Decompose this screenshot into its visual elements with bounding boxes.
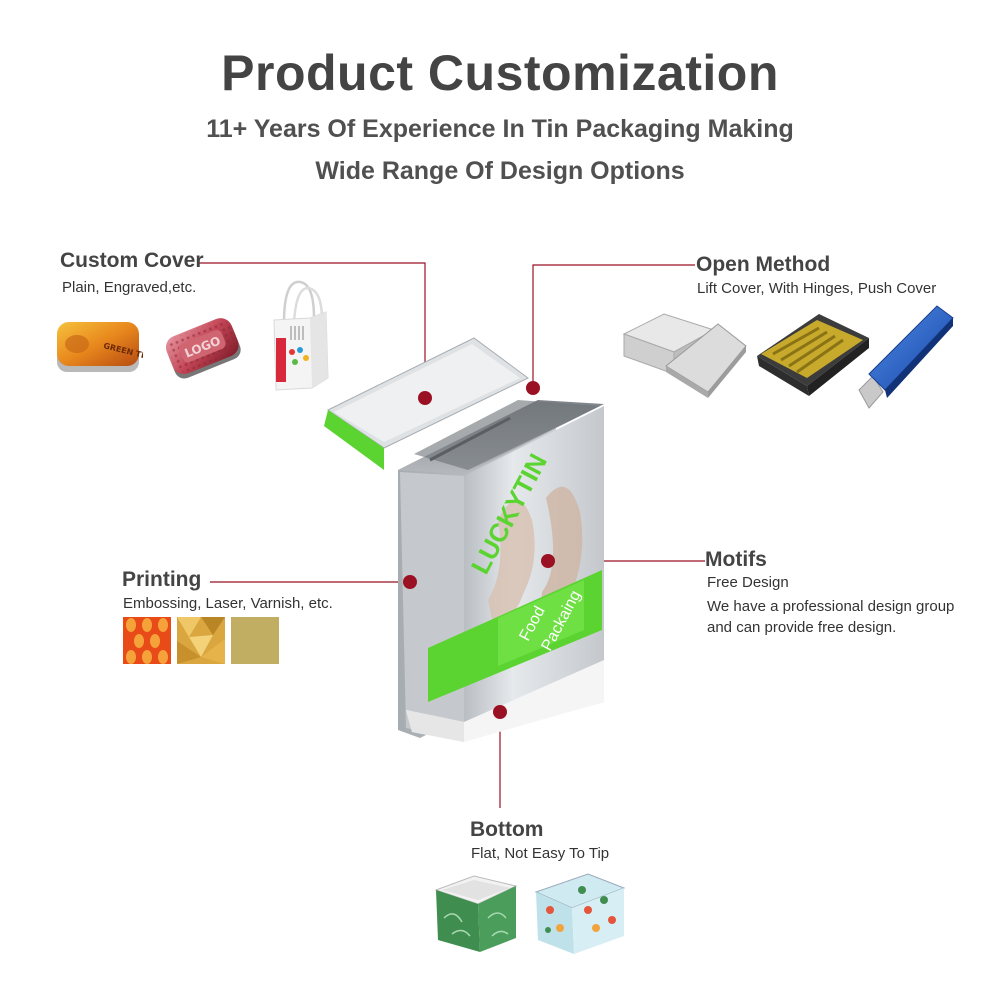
motifs-desc-line-2: We have a professional design group — [707, 598, 955, 615]
marker-bottom — [493, 705, 507, 719]
leader-line-open-method — [532, 264, 695, 388]
motifs-title: Motifs — [705, 548, 767, 571]
swatch-embossing — [123, 617, 171, 664]
motifs-desc-line-3: and can provide free design. — [707, 619, 897, 636]
thumb-embossed-tin: GREEN TEA — [57, 322, 143, 372]
marker-printing — [403, 575, 417, 589]
marker-open-method — [526, 381, 540, 395]
marker-custom-cover — [418, 391, 432, 405]
printing-desc: Embossing, Laser, Varnish, etc. — [123, 595, 333, 612]
page-subtitle-experience: 11+ Years Of Experience In Tin Packaging… — [206, 115, 794, 143]
thumb-logo-tin: LOGO — [165, 318, 241, 379]
bottom-desc: Flat, Not Easy To Tip — [471, 845, 610, 862]
thumb-flat-bottom-floral — [534, 873, 626, 954]
thumb-lift-cover-tin — [622, 313, 747, 398]
page-subtitle-design: Wide Range Of Design Options — [315, 157, 685, 185]
motifs-desc: Free Design — [707, 574, 789, 591]
swatch-laser — [177, 617, 225, 664]
page-title: Product Customization — [221, 45, 779, 101]
bottom-title: Bottom — [470, 818, 544, 841]
thumb-push-cover-tin — [858, 305, 954, 409]
thumb-hinged-tin — [757, 314, 869, 396]
thumb-bag-tin — [273, 280, 329, 391]
custom-cover-desc: Plain, Engraved,etc. — [62, 279, 197, 296]
marker-motifs — [541, 554, 555, 568]
printing-title: Printing — [122, 568, 202, 591]
open-method-desc: Lift Cover, With Hinges, Push Cover — [697, 280, 937, 297]
swatch-varnish — [231, 617, 279, 664]
custom-cover-title: Custom Cover — [60, 249, 204, 272]
thumb-flat-bottom-green — [434, 875, 518, 952]
open-method-title: Open Method — [696, 253, 831, 276]
leader-line-custom-cover — [198, 262, 426, 398]
